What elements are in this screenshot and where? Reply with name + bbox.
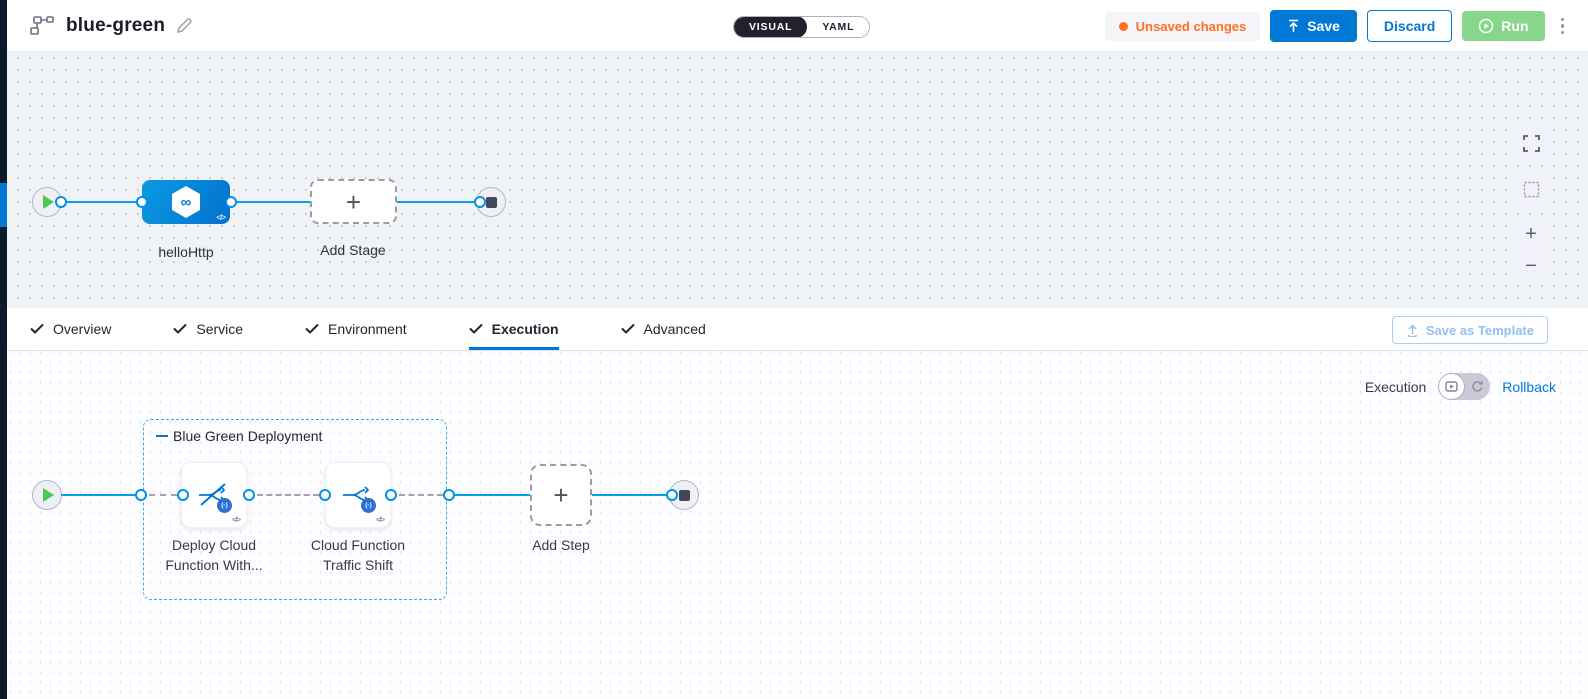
check-icon bbox=[30, 323, 44, 334]
step-label: Deploy Cloud Function With... bbox=[165, 537, 263, 573]
tab-service[interactable]: Service bbox=[173, 308, 243, 350]
pipeline-end-node[interactable] bbox=[476, 187, 506, 217]
check-icon bbox=[620, 323, 635, 334]
pipeline-icon bbox=[30, 15, 56, 37]
svg-text:∞: ∞ bbox=[181, 194, 192, 211]
save-button[interactable]: Save bbox=[1270, 10, 1357, 42]
stage-config-tabbar: Overview Service Environment Execution A… bbox=[0, 308, 1588, 351]
plus-icon: + bbox=[345, 186, 362, 217]
rail-active-marker bbox=[0, 183, 7, 227]
function-badge-icon: (-) bbox=[361, 498, 376, 513]
step-card-traffic-shift[interactable]: (-) </> bbox=[325, 462, 391, 528]
link-group-to-addstep bbox=[455, 494, 530, 496]
execution-toggle-icon bbox=[1438, 373, 1466, 400]
stage-card-hellohttp[interactable]: ∞ </> bbox=[142, 180, 230, 224]
rollback-toggle-icon bbox=[1465, 380, 1490, 393]
function-badge-icon: (-) bbox=[217, 498, 232, 513]
check-icon bbox=[173, 323, 188, 334]
connector-ring[interactable] bbox=[225, 196, 237, 208]
header: blue-green VISUAL YAML Unsaved changes S… bbox=[0, 0, 1588, 52]
tab-execution[interactable]: Execution bbox=[468, 308, 559, 350]
selection-box-icon bbox=[1523, 181, 1539, 197]
link-start-to-stage bbox=[61, 201, 142, 203]
step-card-deploy-cloud-function[interactable]: (-) </> bbox=[181, 462, 247, 528]
connector-ring[interactable] bbox=[474, 196, 486, 208]
add-step-button[interactable]: + bbox=[530, 464, 592, 526]
unsaved-dot-icon bbox=[1118, 21, 1128, 31]
connector-ring[interactable] bbox=[443, 489, 455, 501]
connector-ring[interactable] bbox=[666, 489, 678, 501]
zoom-in-button[interactable]: + bbox=[1525, 223, 1537, 245]
run-play-icon bbox=[1479, 18, 1494, 34]
upload-icon bbox=[1407, 323, 1418, 337]
unsaved-changes-badge: Unsaved changes bbox=[1104, 11, 1261, 41]
plus-icon: + bbox=[553, 480, 569, 510]
toggle-visual[interactable]: VISUAL bbox=[734, 17, 808, 37]
link-stage-to-addstage bbox=[231, 201, 310, 203]
selection-mode-button[interactable] bbox=[1514, 172, 1548, 206]
run-button[interactable]: Run bbox=[1462, 11, 1545, 41]
end-stop-icon bbox=[485, 196, 497, 208]
fullscreen-button[interactable] bbox=[1514, 126, 1548, 160]
execution-graph-canvas[interactable]: Execution Rollback bbox=[0, 351, 1588, 699]
check-icon bbox=[305, 323, 319, 334]
group-label[interactable]: Blue Green Deployment bbox=[156, 428, 322, 444]
tab-overview[interactable]: Overview bbox=[30, 308, 111, 350]
stage-graph-canvas[interactable]: ∞ </> + helloHttp Add Stage + − bbox=[0, 52, 1588, 308]
more-options-kebab-icon[interactable] bbox=[1555, 14, 1571, 39]
step-label: Cloud Function Traffic Shift bbox=[310, 537, 406, 573]
tab-advanced[interactable]: Advanced bbox=[620, 308, 706, 350]
zoom-out-button[interactable]: − bbox=[1525, 255, 1537, 277]
connector-ring[interactable] bbox=[135, 489, 147, 501]
edit-pencil-icon[interactable] bbox=[175, 17, 193, 35]
execution-mode-row: Execution Rollback bbox=[1365, 373, 1556, 400]
code-icon: </> bbox=[232, 515, 241, 524]
serverless-stage-icon: ∞ bbox=[172, 186, 200, 218]
save-arrow-icon bbox=[1289, 19, 1299, 32]
add-stage-label: Add Stage bbox=[320, 242, 386, 258]
start-play-icon bbox=[43, 488, 54, 502]
end-stop-icon bbox=[678, 489, 690, 501]
add-step-label: Add Step bbox=[532, 537, 590, 553]
connector-ring[interactable] bbox=[177, 489, 189, 501]
save-as-template-button[interactable]: Save as Template bbox=[1391, 316, 1548, 344]
blue-green-deployment-group[interactable]: Blue Green Deployment bbox=[143, 419, 447, 600]
zoom-panel: + − bbox=[1514, 218, 1548, 282]
page-title: blue-green bbox=[66, 15, 166, 36]
collapse-minus-icon bbox=[156, 435, 168, 437]
execution-start-node[interactable] bbox=[32, 480, 62, 510]
check-icon bbox=[468, 323, 483, 334]
fullscreen-icon bbox=[1522, 134, 1540, 152]
dashed-link bbox=[257, 494, 319, 496]
dashed-link bbox=[149, 494, 177, 496]
connector-ring[interactable] bbox=[55, 196, 67, 208]
tabs: Overview Service Environment Execution A… bbox=[0, 308, 706, 350]
connector-ring[interactable] bbox=[243, 489, 255, 501]
execution-mode-label: Execution bbox=[1364, 378, 1427, 395]
link-addstep-to-end bbox=[592, 494, 669, 496]
toggle-yaml[interactable]: YAML bbox=[807, 17, 870, 37]
start-play-icon bbox=[43, 195, 54, 209]
code-icon: </> bbox=[376, 515, 385, 524]
add-stage-button[interactable]: + bbox=[310, 179, 397, 224]
stage-name-label: helloHttp bbox=[158, 244, 214, 260]
dashed-link bbox=[399, 494, 443, 496]
connector-ring[interactable] bbox=[136, 196, 148, 208]
tab-environment[interactable]: Environment bbox=[305, 308, 407, 350]
visual-yaml-toggle: VISUAL YAML bbox=[733, 16, 871, 38]
link-addstage-to-end bbox=[397, 201, 474, 203]
link-start-to-group bbox=[61, 494, 136, 496]
execution-rollback-toggle[interactable] bbox=[1438, 373, 1491, 400]
rollback-link[interactable]: Rollback bbox=[1502, 378, 1556, 395]
connector-ring[interactable] bbox=[319, 489, 331, 501]
left-nav-rail[interactable] bbox=[0, 0, 7, 699]
code-icon: </> bbox=[216, 213, 226, 222]
connector-ring[interactable] bbox=[385, 489, 397, 501]
discard-button[interactable]: Discard bbox=[1366, 10, 1453, 42]
